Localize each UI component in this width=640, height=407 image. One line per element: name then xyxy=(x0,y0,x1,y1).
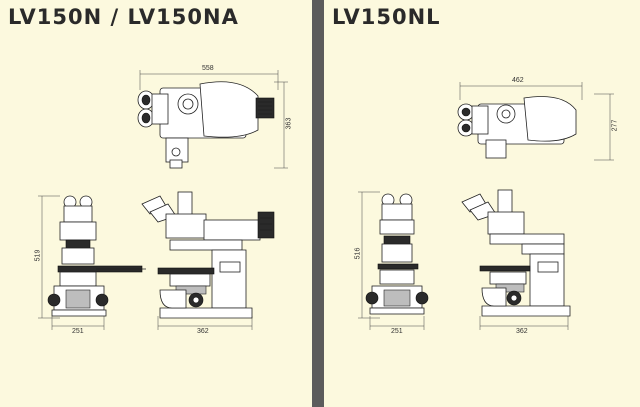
dim-side-width-nl: 362 xyxy=(516,328,528,335)
panel-lv150nl: LV150NL 462 277 xyxy=(324,0,640,407)
panel-lv150n: LV150N / LV150NA 558 363 xyxy=(0,0,312,407)
dim-front-width: 251 xyxy=(72,328,84,335)
side-view-drawing-lv150n xyxy=(141,191,275,330)
front-view-drawing-lv150n xyxy=(38,195,146,330)
dim-front-width-nl: 251 xyxy=(391,328,403,335)
dim-side-width: 362 xyxy=(197,328,209,335)
side-view-drawing-lv150nl xyxy=(461,189,571,330)
front-view-drawing-lv150nl xyxy=(358,191,429,330)
dim-top-width: 558 xyxy=(202,65,214,72)
model-title-lv150n: LV150N / LV150NA xyxy=(8,5,239,29)
panel-divider xyxy=(312,0,324,407)
top-view-drawing-lv150n xyxy=(137,70,288,169)
dim-top-width-nl: 462 xyxy=(512,77,524,84)
model-title-lv150nl: LV150NL xyxy=(332,5,441,29)
top-view-drawing-lv150nl xyxy=(457,82,614,161)
